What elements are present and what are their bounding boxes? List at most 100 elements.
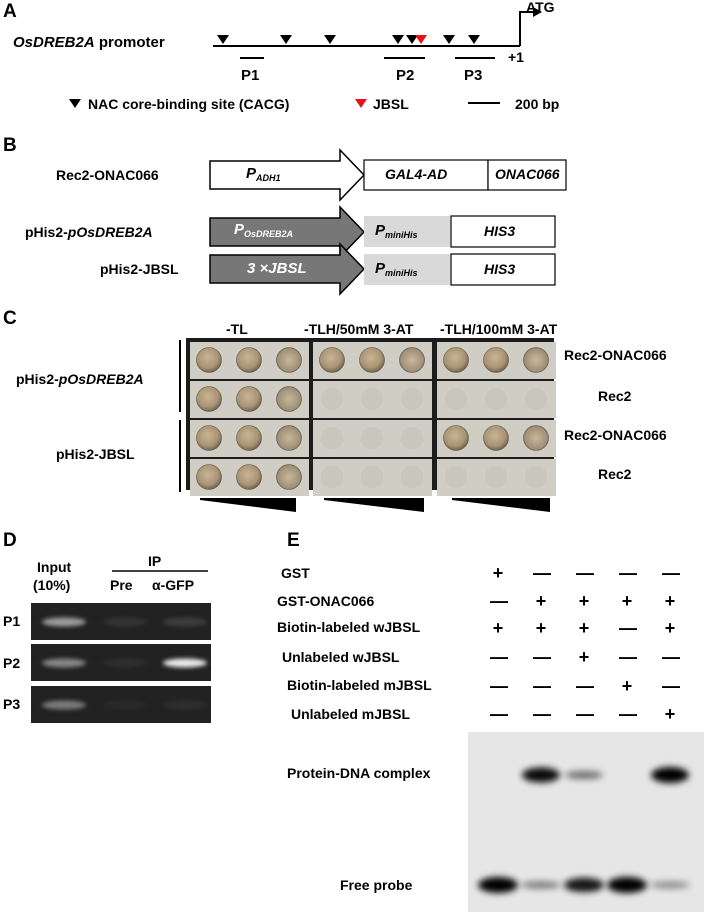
cond-label-gst: GST	[281, 565, 310, 581]
faint-spot	[401, 427, 423, 449]
panel-label-e: E	[287, 530, 300, 551]
medium-label-tl: -TL	[226, 321, 248, 337]
condition-mark: —	[662, 563, 680, 583]
yeast-spot	[483, 347, 509, 373]
medium-label-100mm: -TLH/100mM 3-AT	[440, 321, 558, 337]
condition-mark: +	[664, 591, 676, 611]
condition-mark: —	[576, 704, 594, 724]
panel-label-b: B	[3, 135, 17, 156]
faint-spot	[525, 388, 547, 410]
minihis-2-sub: miniHis	[385, 268, 418, 278]
scale-label: 200 bp	[515, 96, 560, 112]
faint-spot	[485, 466, 507, 488]
osdreb2a-promoter-arrow	[209, 205, 366, 259]
complex-band	[522, 767, 560, 783]
minihis-label-1: PminiHis	[375, 222, 418, 240]
yeast-spot	[276, 464, 302, 490]
legend-nac-icon	[69, 99, 81, 108]
condition-mark: —	[490, 676, 508, 696]
row-label-p1: P1	[3, 613, 21, 629]
atg-label: ATG	[526, 0, 555, 15]
faint-spot	[445, 466, 467, 488]
free-probe-band	[564, 877, 604, 893]
yeast-spot	[236, 347, 262, 373]
faint-spot	[445, 388, 467, 410]
condition-mark: —	[662, 647, 680, 667]
emsa-bands	[478, 767, 690, 893]
yeast-spot	[236, 386, 262, 412]
faint-spot	[321, 427, 343, 449]
yeast-spot	[196, 425, 222, 451]
cond-label-unlabeled-mjbsl: Unlabeled mJBSL	[291, 706, 411, 722]
condition-mark: —	[533, 647, 551, 667]
faint-spot	[361, 427, 383, 449]
minihis-label-2: PminiHis	[375, 260, 418, 278]
condition-mark: +	[492, 563, 504, 583]
construct-name-3: pHis2-JBSL	[100, 261, 179, 277]
jbsl-site	[415, 35, 427, 44]
nac-sites	[217, 35, 480, 44]
nac-site-6	[443, 35, 455, 44]
his3-box-1	[450, 215, 556, 248]
condition-mark: +	[578, 647, 590, 667]
yeast-spot	[236, 425, 262, 451]
plates	[190, 342, 556, 496]
free-probe-band	[521, 881, 561, 889]
bait-1-main: pHis2-	[16, 371, 59, 387]
cond-label-biotin-mjbsl: Biotin-labeled mJBSL	[287, 677, 432, 693]
gel-band	[103, 658, 147, 668]
panel-d	[31, 570, 211, 723]
yeast-spot	[359, 347, 385, 373]
condition-mark: +	[578, 618, 590, 638]
gel-band	[103, 701, 147, 710]
nac-site-2	[280, 35, 292, 44]
free-probe-band	[650, 881, 690, 889]
condition-mark: +	[621, 676, 633, 696]
condition-mark: —	[490, 704, 508, 724]
input-label-percent: (10%)	[33, 577, 71, 593]
legend-nac-label: NAC core-binding site (CACG)	[88, 96, 290, 112]
nac-site-5	[406, 35, 418, 44]
adh1-promoter-arrow	[209, 148, 366, 202]
prey-label-3: Rec2-ONAC066	[564, 427, 667, 443]
minihis-2-p: P	[375, 260, 386, 277]
dilution-wedge-3	[452, 498, 550, 512]
construct-name-2-main: pHis2-	[25, 224, 68, 240]
condition-mark: —	[533, 676, 551, 696]
condition-mark: +	[578, 591, 590, 611]
tss-arrow-head	[533, 7, 542, 17]
minihis-1-p: P	[375, 222, 386, 239]
promoter-word: promoter	[98, 34, 165, 51]
construct-name-1: Rec2-ONAC066	[56, 167, 159, 183]
his3-label-1: HIS3	[484, 223, 516, 239]
gel-band	[42, 700, 86, 710]
yeast-spot	[523, 347, 549, 373]
gel-band	[103, 617, 147, 627]
nac-site-7	[468, 35, 480, 44]
yeast-spot	[276, 347, 302, 373]
medium-label-50mm: -TLH/50mM 3-AT	[304, 321, 414, 337]
promoter-label: OsDREB2A promoter	[13, 35, 165, 50]
yeast-spot	[523, 425, 549, 451]
panel-label-d: D	[3, 530, 17, 551]
faint-spot	[361, 388, 383, 410]
gel-band	[42, 617, 86, 627]
yeast-spot	[483, 425, 509, 451]
faint-spot	[401, 388, 423, 410]
osdreb2a-p: P	[234, 221, 245, 238]
panel-label-c: C	[3, 308, 17, 329]
bait-1-it: pOsDREB2A	[58, 371, 144, 387]
his3-box-2	[450, 253, 556, 286]
prey-label-4: Rec2	[598, 466, 632, 482]
condition-mark: —	[662, 676, 680, 696]
condition-mark: —	[619, 618, 637, 638]
osdreb2a-sub: OsDREB2A	[244, 229, 294, 239]
construct-name-2-it: pOsDREB2A	[67, 224, 153, 240]
primer-label-p2: P2	[396, 67, 415, 84]
free-probe-label: Free probe	[340, 877, 413, 893]
row-label-p3: P3	[3, 696, 21, 712]
yeast-spot	[196, 347, 222, 373]
ip-label: IP	[148, 553, 162, 569]
chip-gel	[31, 603, 211, 723]
yeast-spot	[196, 464, 222, 490]
